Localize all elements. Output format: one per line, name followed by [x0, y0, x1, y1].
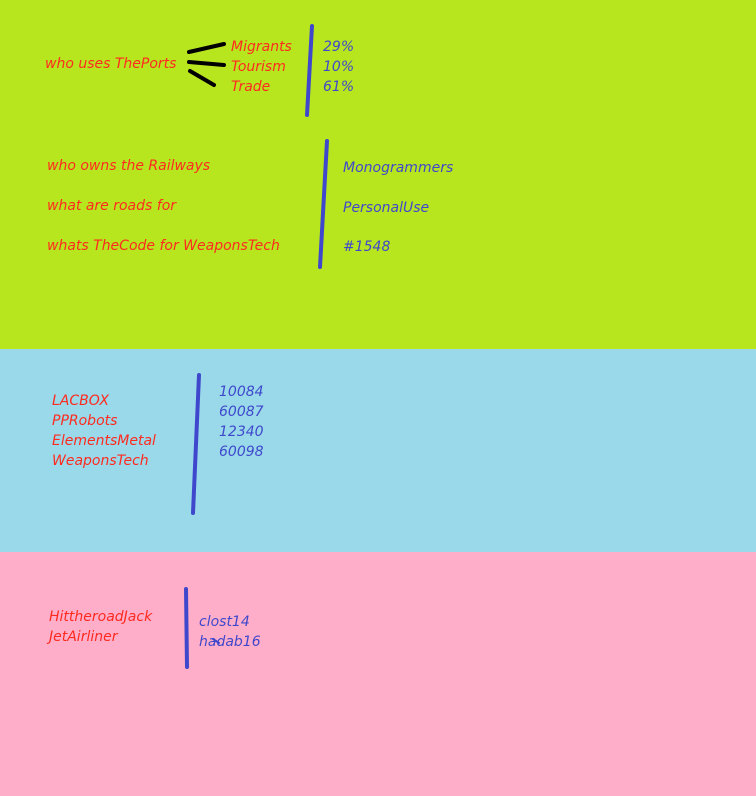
code-value-weaponstech: 60098: [219, 444, 264, 460]
road-name-list: HittheroadJack JetAirliner: [49, 607, 152, 647]
code-value-elementsmetal: 12340: [219, 424, 264, 440]
code-name-elementsmetal: ElementsMetal: [52, 433, 156, 449]
pink-section: [0, 552, 756, 796]
code-value-lacbox: 10084: [219, 384, 264, 400]
code-name-list: LACBOX PPRobots ElementsMetal WeaponsTec…: [52, 391, 156, 471]
road-name-hittheroadjack: HittheroadJack: [49, 609, 153, 625]
ports-category-tourism: Tourism: [231, 59, 286, 75]
ports-category-trade: Trade: [231, 79, 271, 95]
question-roads: what are roads for: [47, 198, 177, 214]
ports-share-list: 29% 10% 61%: [323, 37, 354, 97]
code-name-weaponstech: WeaponsTech: [52, 453, 149, 469]
road-value-hadab16: hadab16: [199, 634, 261, 650]
answer-railways: Monogrammers: [343, 160, 454, 176]
blue-section: [0, 349, 756, 552]
answer-weaponstech-code: #1548: [343, 239, 391, 255]
code-value-pprobots: 60087: [219, 404, 264, 420]
code-name-lacbox: LACBOX: [52, 393, 109, 409]
question-railways: who owns the Railways: [47, 158, 211, 174]
ports-share-trade: 61%: [323, 79, 355, 95]
green-section: [0, 0, 756, 349]
answer-roads: PersonalUse: [343, 200, 430, 216]
road-name-jetairliner: JetAirliner: [49, 629, 118, 645]
road-value-list: clost14 hadab16: [199, 612, 261, 652]
ports-share-migrants: 29%: [323, 39, 355, 55]
ports-category-list: Migrants Tourism Trade: [231, 37, 292, 97]
ports-question: who uses ThePorts: [45, 56, 177, 72]
code-name-pprobots: PPRobots: [52, 413, 118, 429]
road-value-clost14: clost14: [199, 614, 250, 630]
code-value-list: 10084 60087 12340 60098: [219, 382, 264, 462]
ports-share-tourism: 10%: [323, 59, 355, 75]
question-weaponstech-code: whats TheCode for WeaponsTech: [47, 238, 280, 254]
ports-category-migrants: Migrants: [231, 39, 292, 55]
